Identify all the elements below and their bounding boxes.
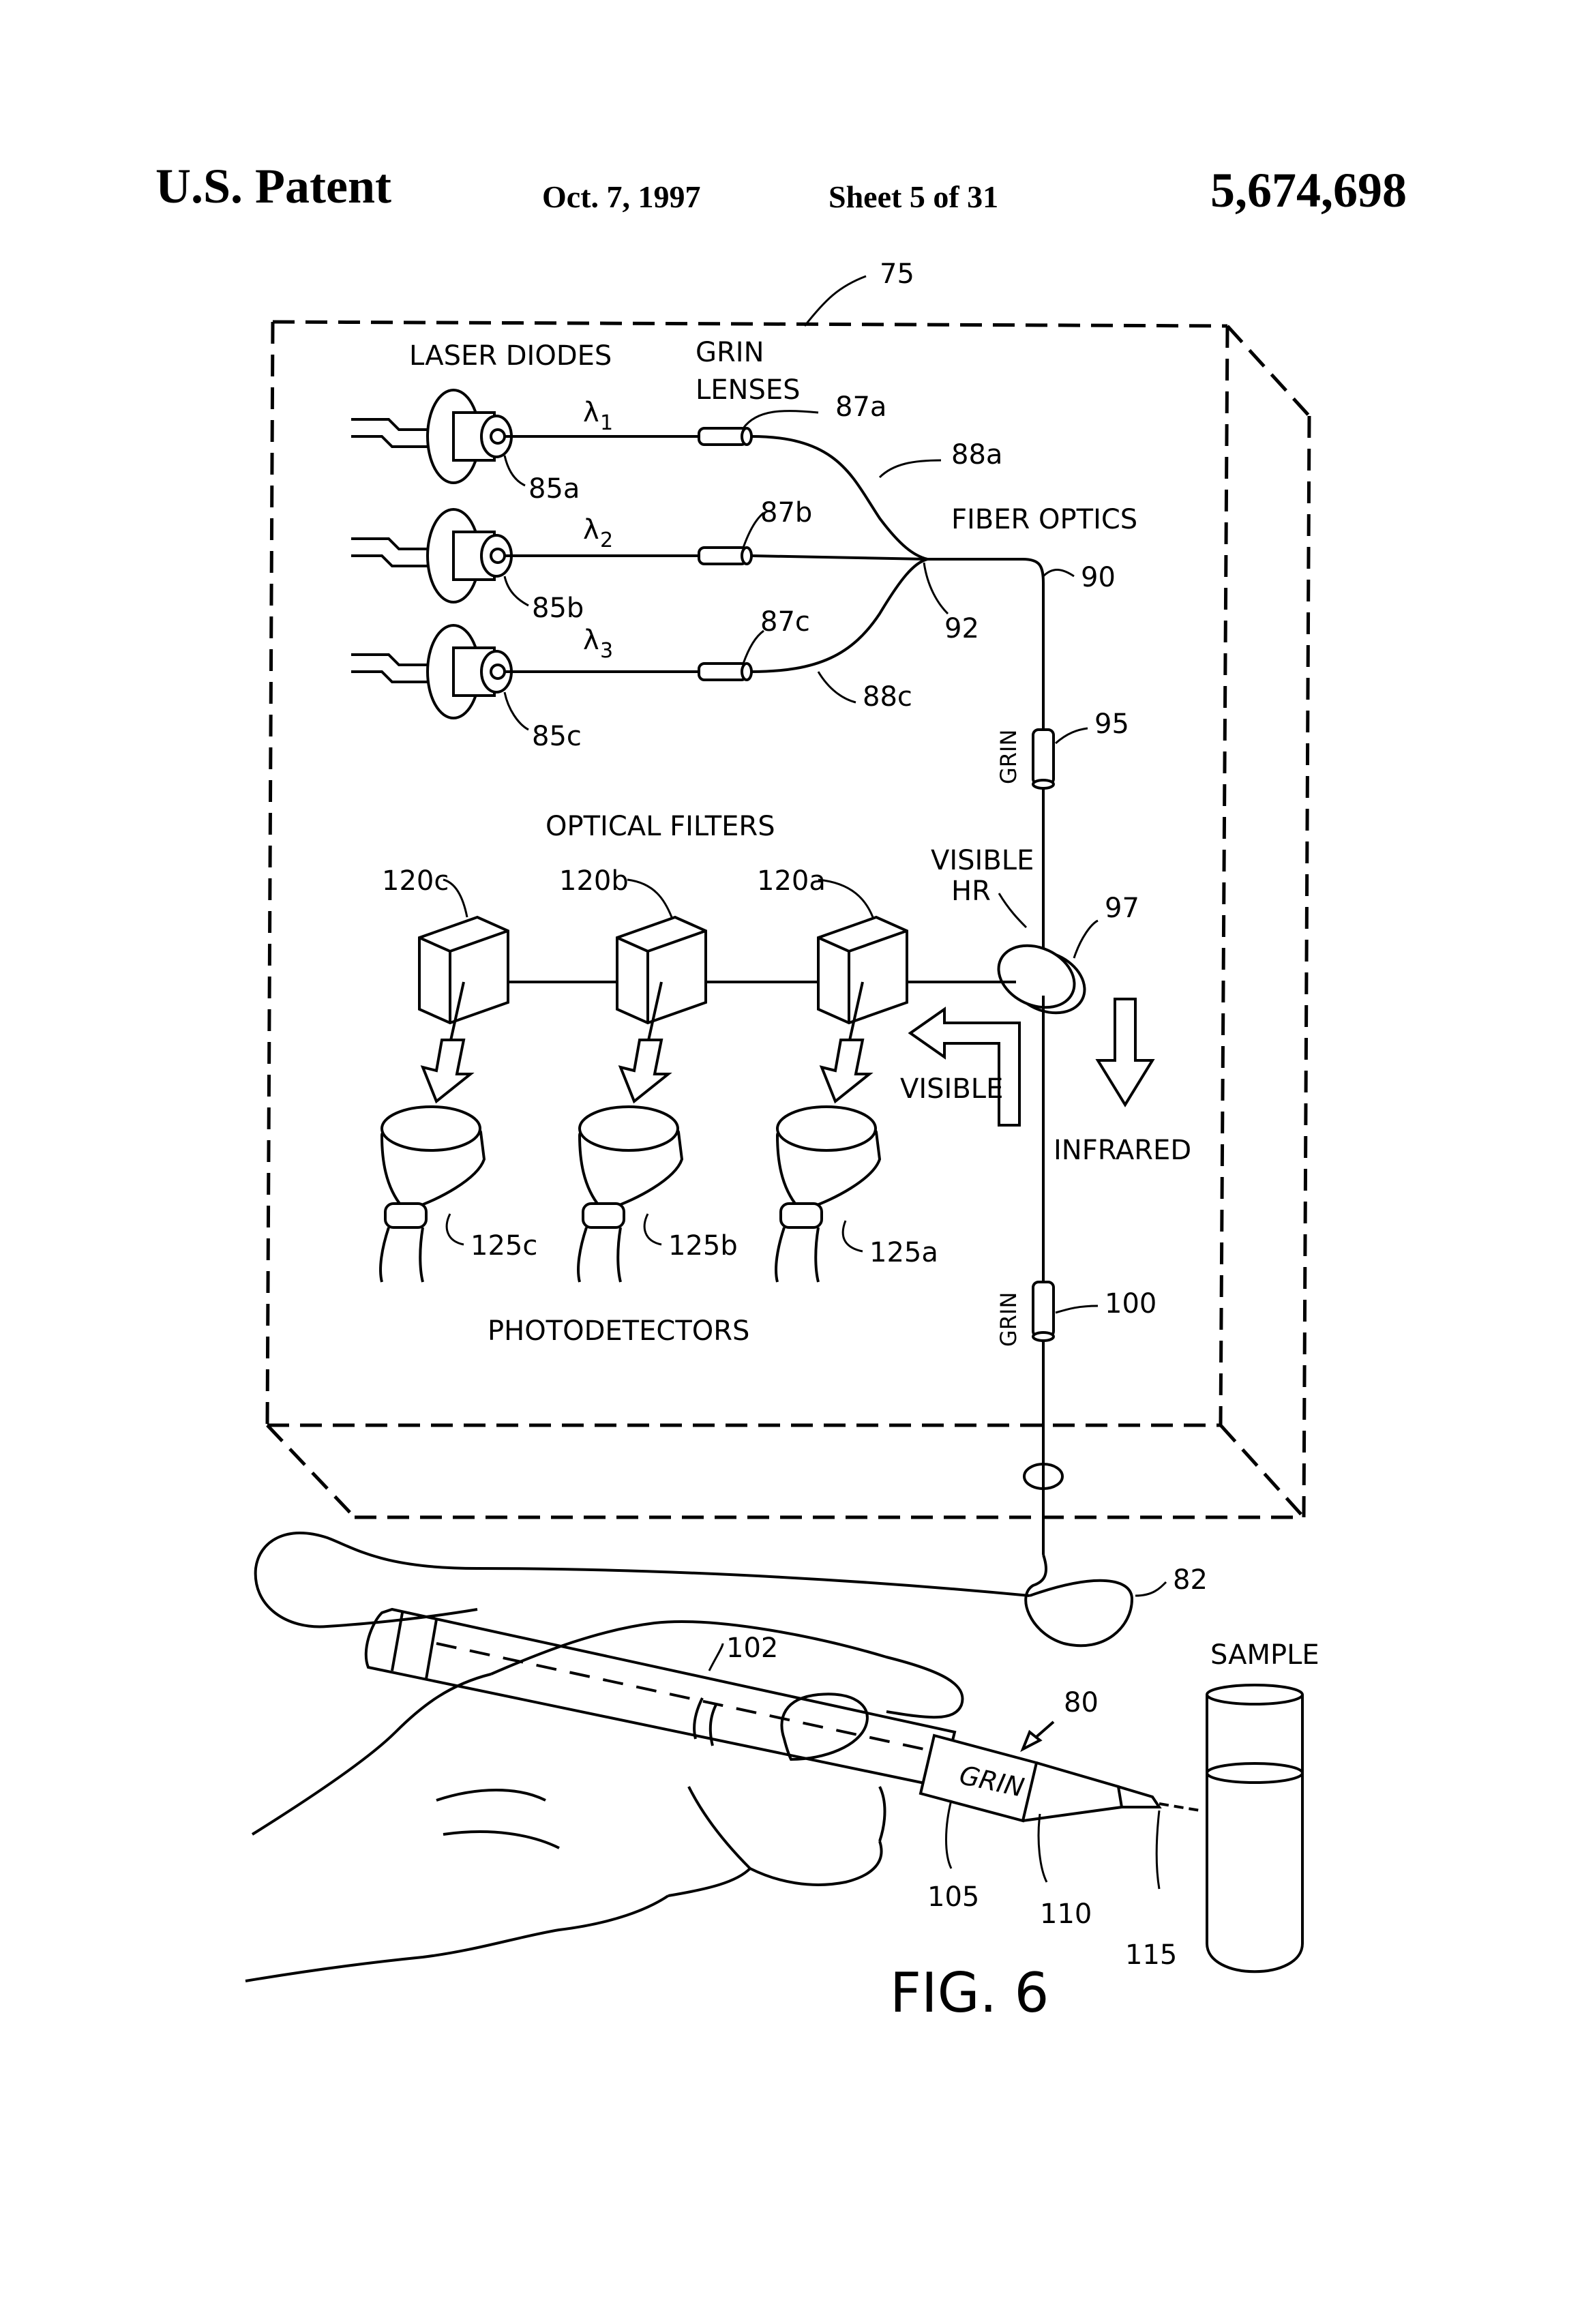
- lambda-3: λ: [583, 625, 599, 656]
- label-sample: SAMPLE: [1210, 1639, 1319, 1671]
- ref-92: 92: [944, 613, 979, 644]
- ref-88c: 88c: [863, 681, 912, 713]
- laser-diode-85b: [351, 509, 511, 602]
- optical-filter-120b: [617, 917, 706, 1023]
- leader-85c: [505, 692, 528, 730]
- ref-80: 80: [1064, 1687, 1099, 1718]
- grin-lens-87a: [699, 428, 751, 445]
- ref-85c: 85c: [532, 721, 582, 752]
- label-photodetectors: PHOTODETECTORS: [488, 1315, 749, 1347]
- label-infrared: INFRARED: [1054, 1135, 1191, 1166]
- lambda-1: λ: [583, 397, 599, 428]
- leader-120b: [627, 880, 672, 917]
- hand: [245, 1622, 963, 1981]
- leader-85a: [505, 456, 525, 486]
- label-laser-diodes: LASER DIODES: [409, 340, 612, 372]
- laser-diode-85a: [351, 390, 511, 483]
- lambda-2-subscript: 2: [600, 528, 613, 552]
- leader-102: [709, 1643, 723, 1671]
- leader-visible-hr: [999, 893, 1026, 927]
- leader-92: [924, 563, 948, 614]
- lambda-2: λ: [583, 514, 599, 546]
- label-visible-hr-line2: HR: [951, 876, 991, 907]
- label-grin-100: GRIN: [996, 1292, 1021, 1347]
- grin-lens-95: [1033, 730, 1054, 788]
- label-grin-95: GRIN: [996, 730, 1021, 784]
- label-fiber-optics: FIBER OPTICS: [951, 504, 1137, 535]
- ref-85b: 85b: [532, 593, 584, 624]
- leader-88a: [880, 460, 941, 477]
- ref-115: 115: [1125, 1939, 1177, 1971]
- ref-87a: 87a: [835, 391, 886, 423]
- optical-filter-120c: [419, 917, 508, 1023]
- fiber-loop-82: [1026, 1555, 1132, 1645]
- ref-105: 105: [927, 1881, 979, 1913]
- photodetector-125b: [578, 1107, 682, 1282]
- leader-75: [805, 276, 866, 326]
- leader-90: [1043, 570, 1074, 576]
- grin-lens-87b: [699, 548, 751, 564]
- label-visible: VISIBLE: [900, 1073, 1003, 1105]
- leader-87a: [743, 411, 818, 428]
- ref-82: 82: [1173, 1564, 1208, 1596]
- figure-label: FIG. 6: [890, 1961, 1049, 2025]
- ref-120b: 120b: [559, 865, 629, 897]
- leader-88c: [818, 672, 856, 702]
- lambda-3-subscript: 3: [600, 639, 613, 663]
- ref-120a: 120a: [757, 865, 826, 897]
- leader-97: [1074, 921, 1098, 958]
- ref-95: 95: [1094, 709, 1129, 740]
- ref-90: 90: [1081, 562, 1116, 593]
- ref-110: 110: [1040, 1898, 1092, 1930]
- label-grin-lenses-line2: LENSES: [696, 374, 801, 406]
- optical-filter-120a: [818, 917, 907, 1023]
- leader-125b: [644, 1214, 661, 1245]
- ref-87b: 87b: [760, 497, 812, 528]
- leader-120a: [818, 880, 873, 917]
- lambda-1-subscript: 1: [600, 411, 613, 435]
- ref-102: 102: [726, 1633, 778, 1664]
- leader-115: [1156, 1811, 1159, 1889]
- ref-125b: 125b: [668, 1230, 738, 1262]
- photodetector-125c: [380, 1107, 484, 1282]
- leader-85b: [505, 576, 528, 606]
- ref-97: 97: [1105, 893, 1139, 924]
- grin-lens-87c: [699, 664, 751, 680]
- ref-100: 100: [1105, 1288, 1156, 1320]
- ref-120c: 120c: [382, 865, 449, 897]
- leader-100: [1056, 1306, 1098, 1313]
- ref-125c: 125c: [471, 1230, 537, 1262]
- grin-lens-100: [1033, 1282, 1054, 1341]
- leader-125c: [447, 1214, 464, 1245]
- ref-88a: 88a: [951, 439, 1002, 471]
- cable-82: [256, 1533, 1030, 1627]
- laser-beams: [505, 436, 699, 672]
- laser-diode-85c: [351, 625, 511, 718]
- infrared-arrow: [1098, 999, 1152, 1105]
- sample-test-tube: [1207, 1685, 1302, 1971]
- ref-87c: 87c: [760, 606, 810, 638]
- ref-75: 75: [880, 258, 914, 290]
- ref-85a: 85a: [528, 473, 580, 505]
- label-optical-filters: OPTICAL FILTERS: [546, 811, 775, 842]
- ref-125a: 125a: [869, 1237, 938, 1268]
- visible-arrow: [910, 1009, 1019, 1125]
- leader-82: [1135, 1582, 1166, 1596]
- leader-105: [946, 1800, 952, 1868]
- label-visible-hr-line1: VISIBLE: [931, 845, 1034, 876]
- leader-125a: [843, 1221, 863, 1251]
- leader-95: [1056, 728, 1088, 743]
- label-grin-lenses-line1: GRIN: [696, 337, 764, 368]
- leader-110: [1039, 1814, 1047, 1882]
- photodetector-125a: [776, 1107, 880, 1282]
